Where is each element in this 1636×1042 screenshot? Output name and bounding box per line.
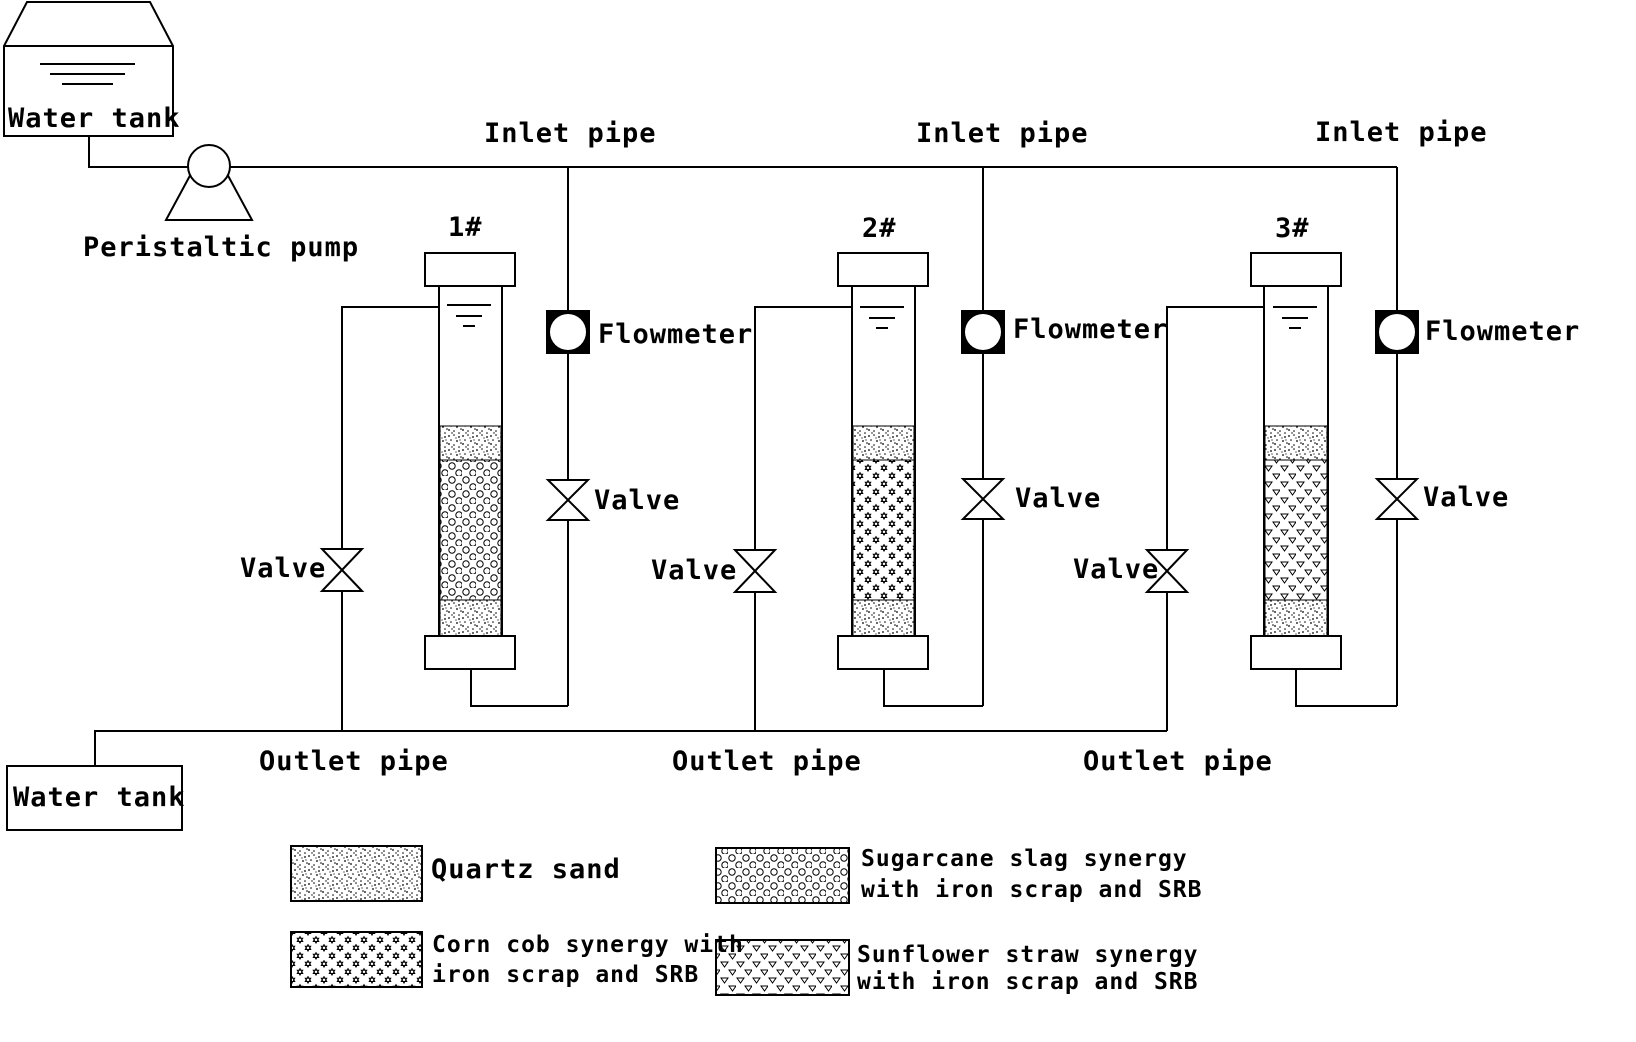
valve-icon	[319, 548, 365, 572]
valve-icon	[732, 549, 778, 573]
legend-sugar-line-1: Sugarcane slag synergy	[861, 846, 1188, 872]
legend-corn-line-1: Corn cob synergy with	[432, 932, 744, 958]
legend-item-quartz: Quartz sand	[290, 845, 621, 902]
quartz-swatch	[290, 845, 423, 902]
sugarcane-swatch	[715, 847, 850, 904]
flowmeter-label-2: Flowmeter	[1013, 314, 1168, 345]
legend: Quartz sand Sugarcane slag synergy with …	[290, 845, 1203, 996]
outlet-valve-label-3: Valve	[1073, 554, 1159, 585]
column-unit-1: 1# Valve Flowmeter Valve	[240, 212, 753, 731]
flowmeter-label-1: Flowmeter	[598, 319, 753, 350]
outlet-valve-label-1: Valve	[240, 553, 326, 584]
legend-item-sugar: Sugarcane slag synergy with iron scrap a…	[715, 846, 1203, 904]
inlet-pipe-label-2: Inlet pipe	[916, 118, 1089, 149]
valve-icon	[1374, 478, 1420, 501]
water-tank-bottom-label: Water tank	[13, 782, 186, 813]
legend-sugar-line-2: with iron scrap and SRB	[861, 877, 1203, 903]
column-unit-2: 2# Valve Flowmeter Valve	[651, 213, 1168, 731]
sugarcane-slag-fill	[439, 459, 502, 601]
outlet-pipe-label-3: Outlet pipe	[1083, 746, 1273, 777]
inlet-pipe-label-1: Inlet pipe	[484, 118, 657, 149]
legend-item-sunflower: Sunflower straw synergy with iron scrap …	[715, 939, 1199, 996]
inlet-valve-label-2: Valve	[1015, 483, 1101, 514]
inlet-valve-label-3: Valve	[1423, 482, 1509, 513]
valve-icon	[1144, 549, 1190, 573]
corn-cob-swatch	[290, 931, 423, 988]
inlet-line: Inlet pipe Inlet pipe Inlet pipe	[88, 117, 1488, 310]
sunflower-straw-fill	[1264, 459, 1328, 601]
outlet-valve-label-2: Valve	[651, 555, 737, 586]
column-unit-3: 3# Valve Flowmeter Valve	[1073, 213, 1580, 731]
legend-item-corn: Corn cob synergy with iron scrap and SRB	[290, 931, 744, 988]
inlet-pipe-label-3: Inlet pipe	[1315, 117, 1488, 148]
legend-quartz-line-1: Quartz sand	[431, 854, 621, 885]
corn-cob-fill	[852, 459, 915, 601]
pump-label: Peristaltic pump	[83, 232, 359, 263]
sunflower-swatch	[715, 939, 850, 996]
water-tank-bottom: Water tank	[6, 765, 186, 831]
legend-sunflower-line-1: Sunflower straw synergy	[857, 942, 1199, 968]
flowmeter-label-3: Flowmeter	[1425, 316, 1580, 347]
column-1-label: 1#	[448, 212, 483, 243]
legend-corn-line-2: iron scrap and SRB	[432, 962, 699, 988]
outlet-pipe-label-1: Outlet pipe	[259, 746, 449, 777]
valve-icon	[960, 478, 1006, 501]
water-tank-top: Water tank	[3, 0, 181, 137]
outlet-line: Outlet pipe Outlet pipe Outlet pipe	[94, 730, 1273, 777]
water-tank-icon	[6, 765, 183, 831]
inlet-valve-label-1: Valve	[594, 485, 680, 516]
peristaltic-pump: Peristaltic pump	[83, 144, 359, 263]
outlet-pipe-label-2: Outlet pipe	[672, 746, 862, 777]
column-3-label: 3#	[1275, 213, 1310, 244]
column-2-label: 2#	[862, 213, 897, 244]
legend-sunflower-line-2: with iron scrap and SRB	[857, 969, 1199, 995]
water-tank-top-label: Water tank	[8, 103, 181, 134]
valve-icon	[545, 479, 591, 502]
